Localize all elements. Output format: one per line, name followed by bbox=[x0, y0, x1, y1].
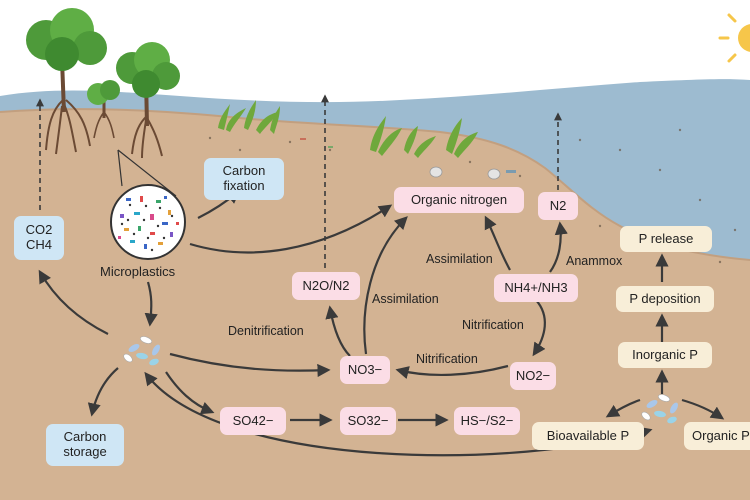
mangrove-tree-icon bbox=[116, 42, 180, 159]
anammox-label: Anammox bbox=[566, 254, 623, 268]
p-release-box: P release bbox=[620, 226, 712, 252]
arrow-micro-to-cluster bbox=[144, 281, 158, 327]
bioavailable-p-box: Bioavailable P bbox=[532, 422, 644, 450]
no2-box: NO2− bbox=[510, 362, 556, 390]
arrow-nh4-to-organic bbox=[484, 215, 511, 271]
carbon-storage-box: Carbon storage bbox=[46, 424, 124, 466]
arrow-cluster-to-organic-p bbox=[681, 398, 725, 420]
organic-nitrogen-box: Organic nitrogen bbox=[394, 187, 524, 213]
ch4-label: CH4 bbox=[25, 237, 52, 252]
seagrass-icon bbox=[218, 100, 478, 158]
sun-icon bbox=[718, 13, 750, 63]
arrow-to-organic-nitrogen bbox=[189, 204, 393, 254]
arrow-nh4-to-no2 bbox=[532, 299, 546, 357]
microplastics-magnifier-icon bbox=[110, 149, 186, 260]
carbon-fixation-box: Carbon fixation bbox=[204, 158, 284, 200]
co2-label: CO2 bbox=[25, 222, 53, 238]
arrow-no2-to-no3 bbox=[395, 364, 509, 379]
mangrove-tree-icon bbox=[26, 8, 107, 155]
co2-ch4-box: CO2 CH4 bbox=[14, 216, 64, 260]
assimilation-right-label: Assimilation bbox=[426, 252, 493, 266]
no3-box: NO3− bbox=[340, 356, 390, 384]
carbon-storage-line-2: storage bbox=[63, 444, 107, 459]
nitrification-lower-label: Nitrification bbox=[416, 352, 478, 366]
arrow-cluster-to-co2 bbox=[38, 269, 109, 335]
arrow-nh4-to-n2 bbox=[549, 221, 568, 273]
nh4-nh3-box: NH4+/NH3 bbox=[494, 274, 578, 302]
inorganic-p-box: Inorganic P bbox=[618, 342, 712, 368]
arrow-cluster-to-bioavailable bbox=[605, 398, 641, 418]
arrow-no3-to-organic bbox=[363, 216, 408, 355]
p-deposition-box: P deposition bbox=[616, 286, 714, 312]
carbon-fixation-line-1: Carbon bbox=[222, 163, 266, 179]
organic-p-box: Organic P bbox=[684, 422, 750, 450]
arrow-no3-to-n2o bbox=[325, 305, 351, 357]
denitrification-label: Denitrification bbox=[228, 324, 304, 338]
assimilation-left-label: Assimilation bbox=[372, 292, 439, 306]
hs-s-box: HS−/S2− bbox=[454, 407, 520, 435]
nitrification-upper-label: Nitrification bbox=[462, 318, 524, 332]
microplastics-label: Microplastics bbox=[100, 264, 176, 279]
so3-box: SO32− bbox=[340, 407, 396, 435]
arrow-cluster-to-no3 bbox=[169, 352, 331, 378]
debris-icon bbox=[300, 138, 516, 180]
so4-box: SO42− bbox=[220, 407, 286, 435]
n2o-n2-box: N2O/N2 bbox=[292, 272, 360, 300]
microplastic-cluster-icon bbox=[123, 336, 160, 366]
arrow-cluster-to-storage bbox=[87, 367, 119, 417]
carbon-fixation-line-2: fixation bbox=[223, 178, 265, 193]
mangrove-tree-icon bbox=[87, 80, 120, 139]
n2-box: N2 bbox=[538, 192, 578, 220]
carbon-storage-line-1: Carbon bbox=[63, 429, 107, 445]
